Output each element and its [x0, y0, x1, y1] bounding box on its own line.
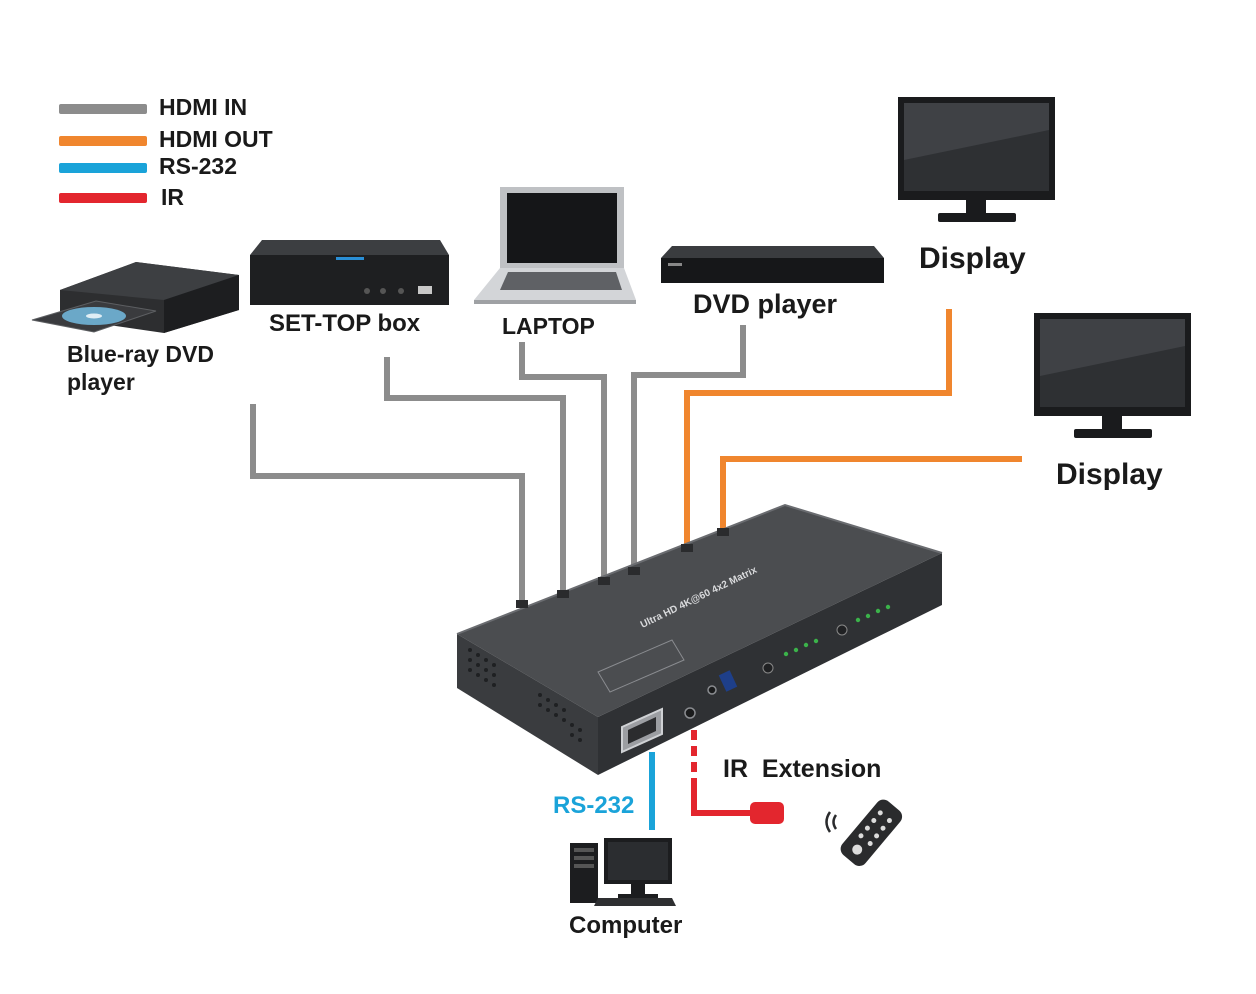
matrix-switch: Ultra HD 4K@60 4x2 Matrix: [456, 503, 943, 775]
settop-box-image: [250, 240, 449, 305]
computer-label: Computer: [569, 912, 683, 939]
bluray-player-image: [31, 262, 239, 333]
legend-label-hdmi-in: HDMI IN: [159, 94, 248, 120]
ir-port: [684, 707, 696, 719]
hdmi-out-cable-display2: [720, 456, 1022, 532]
legend-swatch-rs232: [59, 163, 147, 173]
display2-label: Display: [1056, 458, 1163, 491]
legend-swatch-ir: [59, 193, 147, 203]
ir-signal-icon: [825, 811, 838, 833]
rs232-port: [621, 707, 663, 754]
computer-image: [570, 838, 676, 906]
legend-swatch-hdmi-in: [59, 104, 147, 114]
legend-swatch-hdmi-out: [59, 136, 147, 146]
ir-receiver: [750, 802, 784, 824]
legend-label-ir: IR: [161, 184, 184, 210]
legend-label-hdmi-out: HDMI OUT: [159, 126, 273, 152]
hdmi-in-cable-settop: [384, 357, 566, 595]
laptop-label: LAPTOP: [502, 313, 595, 339]
hdmi-in-cable-dvd: [631, 325, 746, 572]
ir-extension-label: IR Extension: [723, 755, 882, 783]
display1-label: Display: [919, 242, 1026, 275]
hdmi-out-cable-display1: [684, 309, 952, 548]
display2-image: [1034, 313, 1191, 438]
settop-label: SET-TOP box: [269, 310, 421, 337]
hdmi-in-cable-bluray: [250, 404, 525, 605]
remote-control-image: [840, 799, 903, 866]
legend-label-rs232: RS-232: [159, 153, 237, 179]
bluray-label: Blue-ray DVD player: [67, 341, 214, 395]
dvd-label: DVD player: [693, 289, 838, 319]
ir-cable: [691, 780, 752, 816]
rs232-connection-label: RS-232: [553, 792, 635, 819]
hdmi-in-cable-laptop: [519, 342, 607, 582]
dvd-player-image: [661, 246, 884, 283]
laptop-image: [474, 187, 636, 304]
display1-image: [898, 97, 1055, 222]
